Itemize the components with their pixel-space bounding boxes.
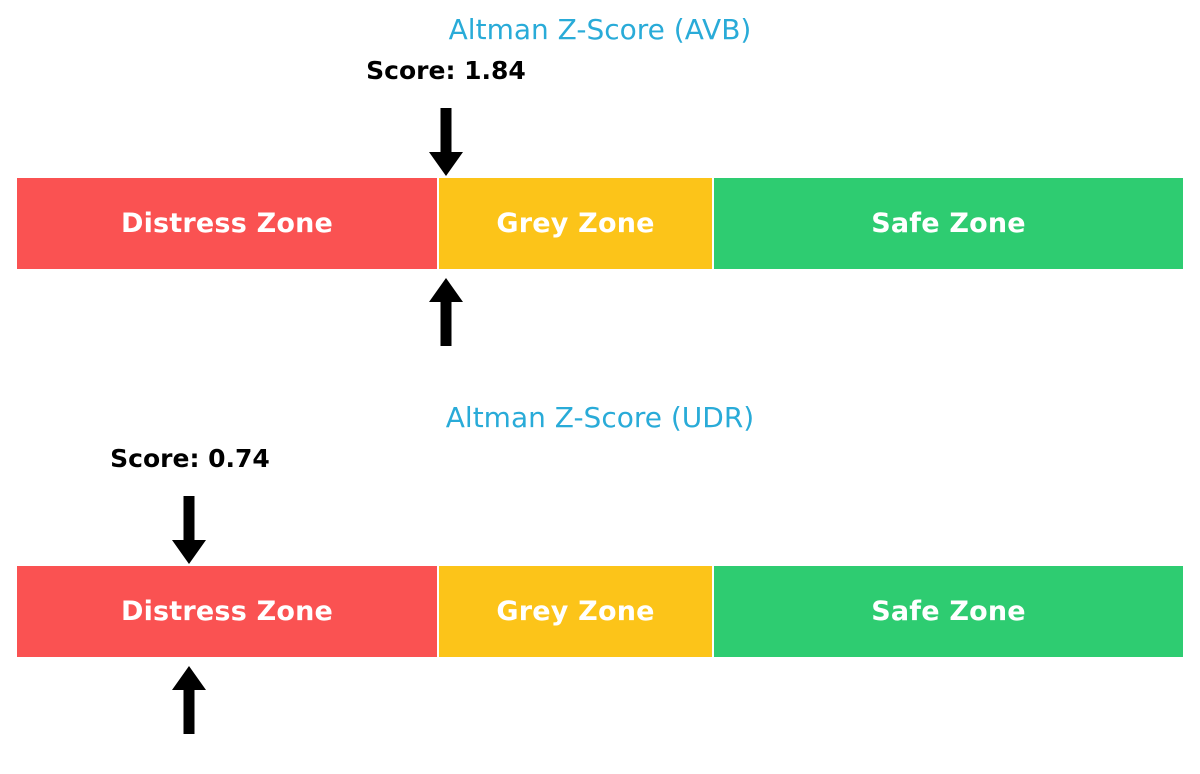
up-arrow-icon [426, 278, 466, 346]
down-arrow-icon [426, 108, 466, 176]
chart-title-avb: Altman Z-Score (AVB) [448, 13, 752, 46]
zone-label: Distress Zone [120, 208, 334, 239]
zone-bar-udr: Distress Zone Grey Zone Safe Zone [16, 565, 1184, 658]
zone-label: Grey Zone [496, 596, 655, 627]
score-label-udr: Score: 0.74 [110, 444, 270, 473]
zone-label: Safe Zone [871, 208, 1026, 239]
down-arrow-icon [169, 496, 209, 564]
zone-label: Safe Zone [871, 596, 1026, 627]
zone-label: Distress Zone [120, 596, 334, 627]
zone-label: Grey Zone [496, 208, 655, 239]
zone-grey-udr: Grey Zone [438, 565, 713, 658]
zone-safe-avb: Safe Zone [713, 177, 1184, 270]
up-arrow-icon [169, 666, 209, 734]
zone-safe-udr: Safe Zone [713, 565, 1184, 658]
zone-distress-avb: Distress Zone [16, 177, 438, 270]
chart-title-udr: Altman Z-Score (UDR) [445, 401, 755, 434]
score-label-avb: Score: 1.84 [366, 56, 526, 85]
zone-bar-avb: Distress Zone Grey Zone Safe Zone [16, 177, 1184, 270]
zone-distress-udr: Distress Zone [16, 565, 438, 658]
zone-grey-avb: Grey Zone [438, 177, 713, 270]
